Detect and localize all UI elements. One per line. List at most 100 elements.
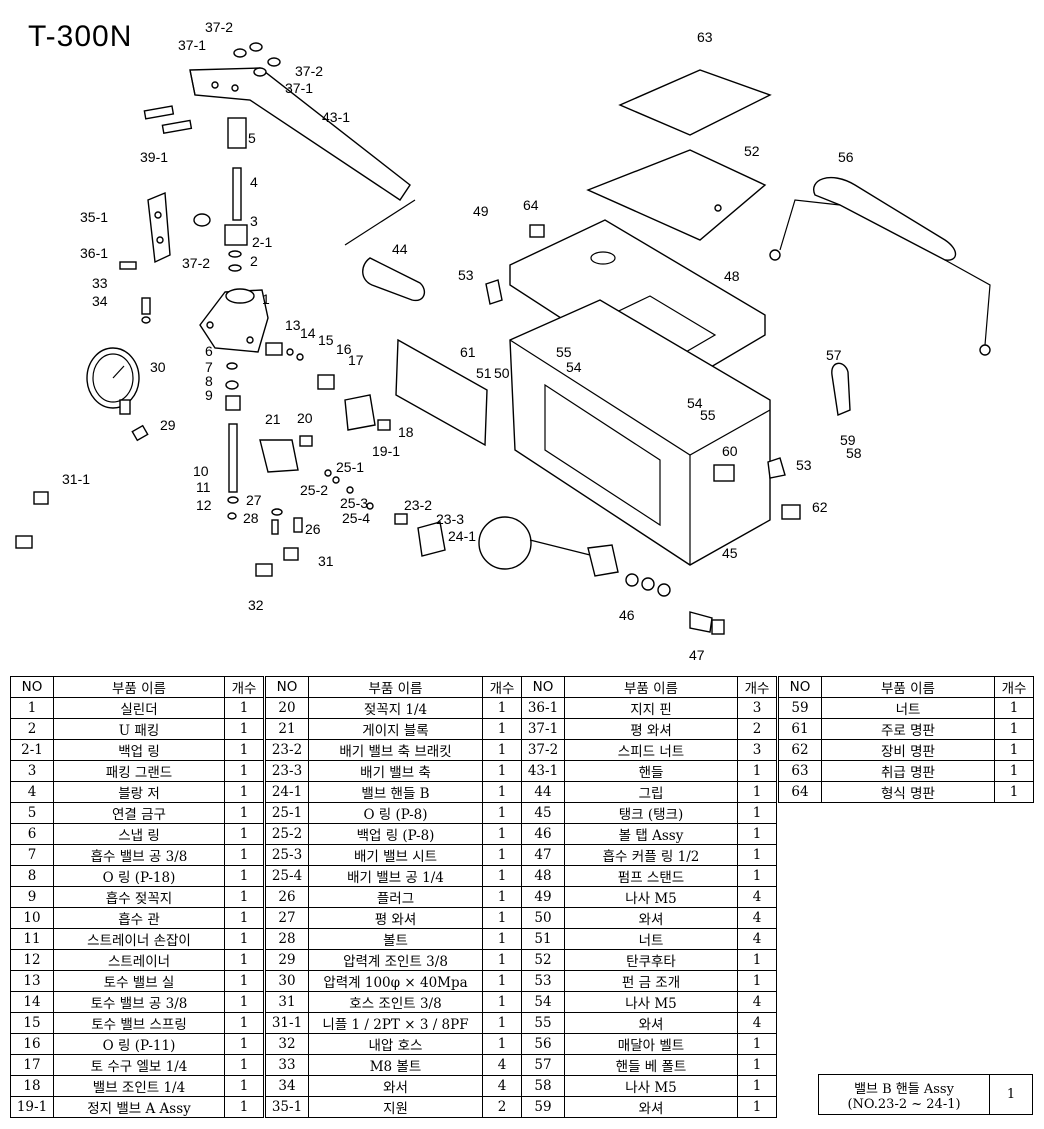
header-qty: 개수: [482, 676, 522, 698]
cell-no: 20: [265, 697, 309, 719]
cell-qty: 1: [482, 886, 522, 908]
cell-qty: 1: [224, 697, 264, 719]
cell-name: 매달아 벨트: [564, 1033, 738, 1055]
callout-label: 28: [243, 510, 259, 526]
callout-label: 19-1: [372, 443, 400, 459]
cell-no: 9: [10, 886, 54, 908]
cell-name: 스트레이너 손잡이: [53, 928, 225, 950]
cell-qty: 4: [482, 1054, 522, 1076]
callout-label: 2: [250, 253, 258, 269]
table-header-row: NO 부품 이름 개수: [778, 676, 1034, 698]
cell-qty: 3: [737, 739, 777, 761]
ball-tap: [478, 516, 725, 635]
callout-label: 21: [265, 411, 281, 427]
cell-no: 2: [10, 718, 54, 740]
callout-label: 20: [297, 410, 313, 426]
callout-label: 64: [523, 197, 539, 213]
cell-name: 배기 밸브 공 1/4: [308, 865, 483, 887]
callout-label: 1: [262, 291, 270, 307]
tank: [509, 299, 771, 566]
cell-qty: 1: [482, 697, 522, 719]
cell-name: 와셔: [564, 907, 738, 929]
callout-label: 4: [250, 174, 258, 190]
cell-no: 48: [521, 865, 565, 887]
cell-qty: 1: [482, 907, 522, 929]
cell-qty: 4: [482, 1075, 522, 1097]
callout-label: 55: [556, 344, 572, 360]
cell-no: 64: [778, 781, 822, 803]
cell-qty: 1: [224, 1033, 264, 1055]
callout-label: 9: [205, 387, 213, 403]
header-name: 부품 이름: [821, 676, 995, 698]
callout-label: 5: [248, 130, 256, 146]
callout-label: 37-2: [295, 63, 323, 79]
assy-name-line2: (NO.23-2 ~ 24-1): [847, 1096, 961, 1112]
cell-name: 너트: [821, 697, 995, 719]
header-no: NO: [10, 676, 54, 698]
callout-label: 56: [838, 149, 854, 165]
cell-name: 취급 명판: [821, 760, 995, 782]
callout-label: 7: [205, 359, 213, 375]
valve-small-parts: [33, 342, 446, 561]
cell-qty: 1: [224, 823, 264, 845]
cell-no: 8: [10, 865, 54, 887]
cell-name: 압력계 조인트 3/8: [308, 949, 483, 971]
callout-label: 37-2: [205, 19, 233, 35]
cell-qty: 1: [737, 844, 777, 866]
plunger-assembly: [224, 117, 248, 272]
cell-no: 27: [265, 907, 309, 929]
cell-name: 스냅 링: [53, 823, 225, 845]
cell-qty: 1: [224, 1054, 264, 1076]
cell-name: 니플 1 / 2PT × 3 / 8PF: [308, 1012, 483, 1034]
callout-label: 37-2: [182, 255, 210, 271]
cell-qty: 1: [737, 865, 777, 887]
cell-qty: 1: [224, 886, 264, 908]
cell-qty: 1: [224, 802, 264, 824]
cell-qty: 1: [482, 1012, 522, 1034]
cell-name: 백업 링: [53, 739, 225, 761]
callout-label: 45: [722, 545, 738, 561]
cell-no: 56: [521, 1033, 565, 1055]
cell-name: 플러그: [308, 886, 483, 908]
callout-label: 13: [285, 317, 301, 333]
callout-label: 44: [392, 241, 408, 257]
callout-label: 11: [196, 479, 211, 495]
cell-qty: 1: [482, 970, 522, 992]
cell-no: 30: [265, 970, 309, 992]
callout-label: 25-4: [342, 510, 370, 526]
cell-no: 16: [10, 1033, 54, 1055]
table-header-row: NO 부품 이름 개수: [521, 676, 777, 698]
cell-name: 나사 M5: [564, 1075, 738, 1097]
cell-name: 게이지 블록: [308, 718, 483, 740]
callout-label: 53: [796, 457, 812, 473]
cell-name: U 패킹: [53, 718, 225, 740]
callout-label: 12: [196, 497, 212, 513]
cell-no: 25-2: [265, 823, 309, 845]
cell-no: 14: [10, 991, 54, 1013]
assy-qty: 1: [989, 1074, 1033, 1115]
main-nameplate: [395, 338, 488, 447]
cell-qty: 1: [482, 802, 522, 824]
cell-no: 54: [521, 991, 565, 1013]
cell-no: 61: [778, 718, 822, 740]
cylinder-body: [141, 288, 269, 353]
header-no: NO: [778, 676, 822, 698]
cell-qty: 1: [482, 718, 522, 740]
cell-qty: 1: [737, 1075, 777, 1097]
grip-part: [344, 199, 426, 302]
